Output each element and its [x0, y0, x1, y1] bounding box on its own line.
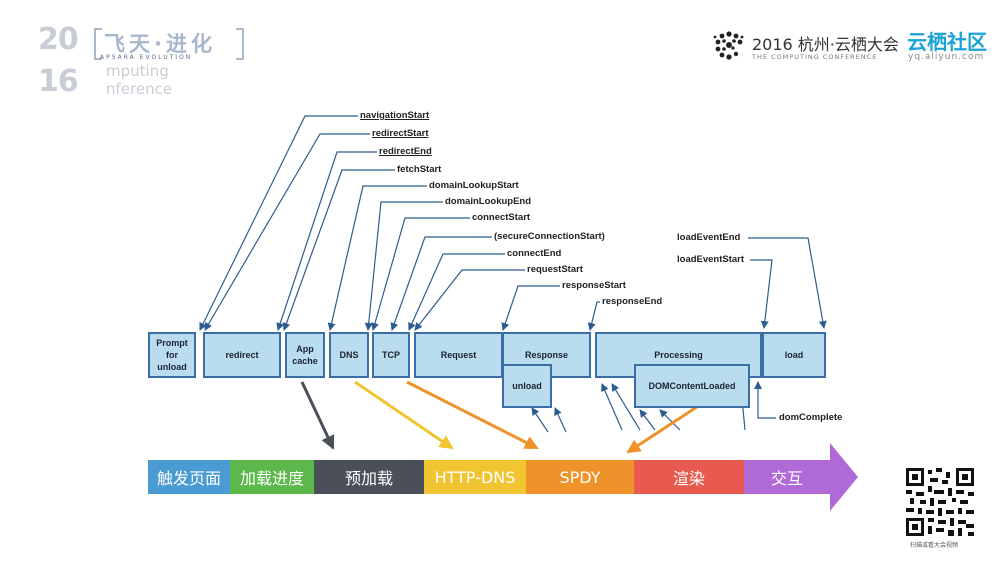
stage-arrow-spdy	[406, 380, 539, 450]
connector-domainlookupend	[364, 201, 443, 331]
stage-arrow-preload	[300, 381, 335, 450]
box-unload: unload	[502, 364, 552, 408]
box-dns: DNS	[329, 332, 369, 378]
conference-subtitle: THE COMPUTING CONFERENCE	[752, 53, 878, 61]
box-redirect: redirect	[203, 332, 281, 378]
logo-title-cn: 飞天·进化	[104, 32, 216, 56]
logo-bracket-right	[236, 28, 244, 60]
stage-preload: 预加载	[314, 460, 424, 494]
box-tcp: TCP	[372, 332, 410, 378]
box-prompt-for-unload: Prompt for unload	[148, 332, 196, 378]
connector-processing-4	[659, 409, 681, 431]
connector-redirectend	[276, 151, 377, 331]
connector-connectstart	[371, 217, 470, 331]
stage-interaction: 交互	[744, 460, 830, 494]
box-request: Request	[414, 332, 503, 378]
logo-bracket-left	[94, 28, 102, 60]
box-domcontentloaded: DOMContentLoaded	[634, 364, 750, 408]
logo-year-bottom: 16	[38, 64, 79, 99]
logo-year-top: 20	[38, 22, 79, 57]
event-responseend: responseEnd	[602, 296, 663, 307]
brand-url: yq.aliyun.com	[908, 52, 985, 62]
conference-logo-right: 2016 杭州·云栖大会 THE COMPUTING CONFERENCE 云栖…	[712, 26, 997, 70]
connector-responseend	[587, 301, 600, 331]
event-domainlookupstart: domainLookupStart	[429, 180, 519, 191]
connector-responsestart	[501, 285, 560, 331]
stage-render: 渲染	[634, 460, 744, 494]
event-responsestart: responseStart	[562, 280, 626, 291]
box-load: load	[762, 332, 826, 378]
qr-code	[906, 468, 974, 536]
connector-loadeventstart	[750, 259, 773, 329]
stage-bar-arrowhead	[830, 443, 858, 511]
stage-trigger-page: 触发页面	[148, 460, 230, 494]
connector-fetchstart	[282, 169, 395, 331]
stage-http-dns: HTTP-DNS	[424, 460, 526, 494]
qr-caption: 扫描或看大会视频	[910, 542, 959, 549]
connector-processing-2	[611, 383, 641, 431]
connector-secureconnectionstart	[390, 236, 492, 331]
conference-logo-left: 20 16 飞天·进化 APSARA EVOLUTION mputing nfe…	[38, 22, 268, 102]
event-navigationstart: navigationStart	[360, 110, 430, 121]
brand-name: 云栖社区	[907, 30, 987, 54]
connector-navigationstart	[199, 115, 358, 331]
event-fetchstart: fetchStart	[397, 164, 442, 175]
connector-unload-2	[554, 407, 567, 433]
connector-requeststart	[414, 269, 525, 331]
stage-arrow-httpdns	[354, 380, 454, 450]
connector-processing-3	[639, 409, 656, 431]
logo-subtitle-1: mputing	[106, 62, 169, 80]
event-loadeventend: loadEventEnd	[677, 232, 741, 243]
connector-domcomplete	[754, 381, 776, 419]
stage-spdy: SPDY	[526, 460, 634, 494]
event-secureconnectionstart: (secureConnectionStart)	[494, 231, 605, 242]
conference-title: 2016 杭州·云栖大会	[752, 35, 899, 54]
connector-processing-1	[601, 383, 623, 431]
logo-subtitle-2: nference	[106, 80, 173, 98]
connector-domainlookupstart	[327, 185, 427, 331]
event-connectstart: connectStart	[472, 212, 531, 223]
box-app-cache: App cache	[285, 332, 325, 378]
event-loadeventstart: loadEventStart	[677, 254, 745, 265]
connector-unload-1	[531, 407, 549, 433]
event-requeststart: requestStart	[527, 264, 583, 275]
event-connectend: connectEnd	[507, 248, 562, 259]
event-domcomplete: domComplete	[779, 412, 843, 423]
connector-loadeventend	[748, 237, 827, 329]
event-domainlookupend: domainLookupEnd	[445, 196, 532, 207]
logo-title-en: APSARA EVOLUTION	[100, 54, 193, 61]
connector-connectend	[408, 253, 505, 331]
event-redirectend: redirectEnd	[379, 146, 432, 157]
conference-emblem-icon	[713, 31, 744, 60]
stage-loading-progress: 加载进度	[230, 460, 314, 494]
connector-redirectstart	[204, 133, 370, 331]
event-redirectstart: redirectStart	[372, 128, 429, 139]
